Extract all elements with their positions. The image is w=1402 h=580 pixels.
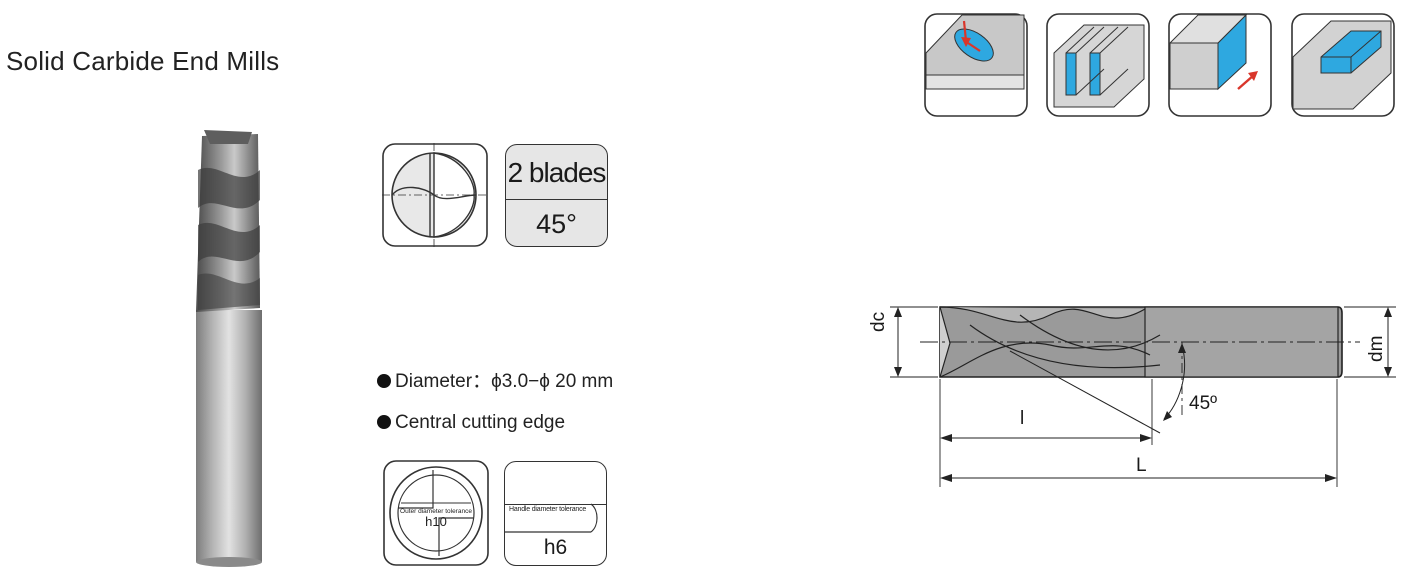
blades-label: 2 blades	[507, 157, 607, 188]
outer-diameter-tolerance-icon: Outer diameter tolerance h10	[383, 460, 489, 566]
technical-drawing	[890, 306, 1396, 487]
badge-divider	[506, 199, 607, 200]
L-label: L	[1136, 455, 1147, 476]
dm-label: dm	[1366, 335, 1387, 362]
application-icons	[924, 13, 1402, 117]
cutting-edge-profile-icon	[382, 143, 488, 247]
helix-angle-dim-label: 45º	[1189, 393, 1218, 414]
side-milling-icon	[1168, 13, 1272, 117]
helix-angle-label: 45°	[536, 209, 577, 239]
handle-top-line	[505, 504, 606, 505]
plunge-slotting-icon	[924, 13, 1028, 117]
feature-central-cutting-edge: Central cutting edge	[377, 412, 565, 434]
slotting-icon	[1046, 13, 1150, 117]
pocket-profiling-icon	[1291, 13, 1395, 117]
page-title: Solid Carbide End Mills	[6, 46, 280, 76]
feature-diameter: Diameter：ϕ3.0−ϕ 20 mm	[377, 366, 613, 393]
l-label: l	[1020, 408, 1025, 429]
handle-tolerance-caption: Handle diameter tolerance	[509, 506, 587, 513]
blades-badge: 2 blades 45°	[505, 144, 608, 247]
outer-tolerance-value: h10	[425, 514, 447, 529]
bullet-icon	[377, 415, 391, 429]
handle-diameter-tolerance-icon: Handle diameter tolerance h6	[504, 461, 607, 566]
bullet-icon	[377, 374, 391, 388]
dc-label: dc	[868, 311, 889, 332]
end-mill-photo	[196, 130, 262, 567]
handle-tolerance-value: h6	[543, 536, 568, 559]
outer-tolerance-caption: Outer diameter tolerance	[400, 508, 472, 515]
